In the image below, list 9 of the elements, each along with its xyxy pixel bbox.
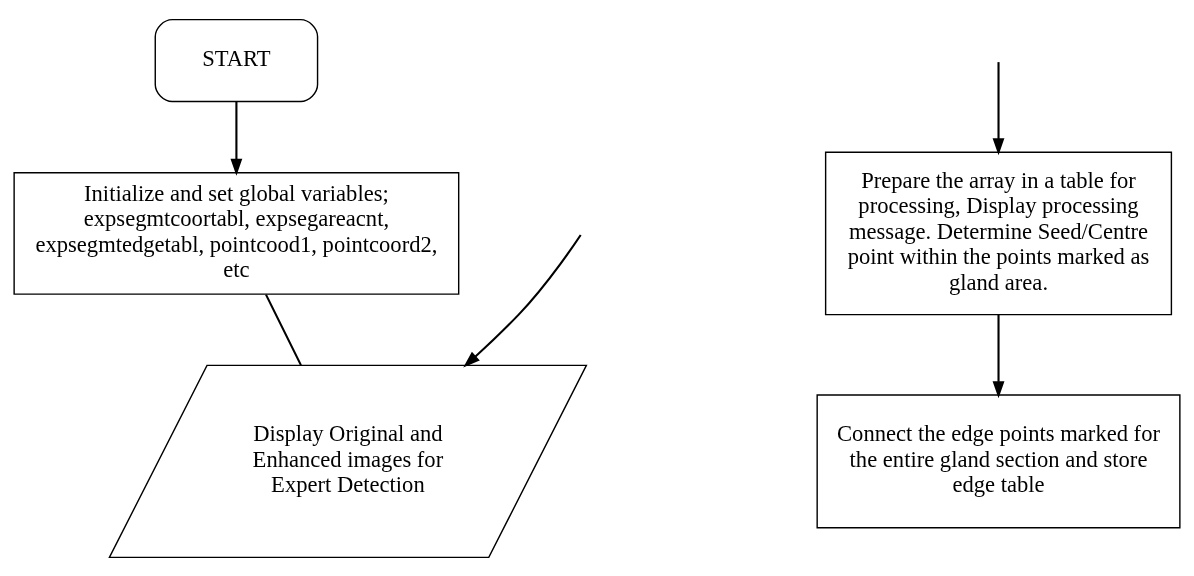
node-box: Connect the edge points marked for the entire gland section and store edge table [816, 393, 1181, 528]
node-box: START [154, 18, 319, 102]
node-box: Prepare the array in a table for processing, Display processing message. Determine Seed/Centre point within the points marked as gland area. [824, 151, 1173, 315]
arrow [463, 233, 582, 367]
arrow [230, 101, 243, 176]
arrow [992, 61, 1005, 155]
node-box: Initialize and set global variables; expsegmtcoortabl, expsegareacnt, expsegmtedgetabl, pointcood1, pointcoord2, etc [13, 171, 460, 295]
connector [265, 293, 302, 366]
arrow [992, 314, 1005, 398]
